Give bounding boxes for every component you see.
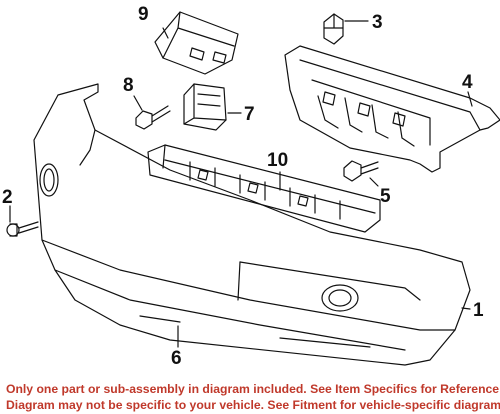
grille-clip bbox=[323, 13, 344, 45]
callout-number-1: 1 bbox=[473, 300, 484, 321]
callout-number-4: 4 bbox=[462, 72, 473, 93]
callout-number-10: 10 bbox=[267, 150, 288, 171]
exploded-parts-diagram: 1 2 3 4 5 6 7 8 9 10 bbox=[2, 4, 500, 369]
callout-number-5: 5 bbox=[380, 186, 391, 207]
upper-reinforcement bbox=[284, 45, 500, 173]
callout-number-2: 2 bbox=[2, 187, 13, 208]
callout-number-8: 8 bbox=[123, 75, 134, 96]
push-pin-retainer bbox=[6, 221, 39, 237]
reinforcement-bolt bbox=[343, 160, 379, 182]
disclaimer-banner: Only one part or sub-assembly in diagram… bbox=[0, 380, 500, 414]
sensor-module bbox=[183, 83, 227, 131]
callout-number-3: 3 bbox=[372, 12, 383, 33]
callout-number-7: 7 bbox=[244, 104, 255, 125]
disclaimer-line-2: Diagram may not be specific to your vehi… bbox=[6, 398, 500, 412]
disclaimer-line-1: Only one part or sub-assembly in diagram… bbox=[6, 382, 500, 396]
control-module bbox=[154, 11, 239, 75]
mount-bolt bbox=[135, 105, 171, 130]
energy-absorber bbox=[147, 144, 381, 233]
bumper-cover bbox=[33, 83, 471, 366]
leader-lines bbox=[9, 20, 473, 348]
callout-number-9: 9 bbox=[138, 4, 149, 25]
callout-number-6: 6 bbox=[171, 348, 182, 369]
